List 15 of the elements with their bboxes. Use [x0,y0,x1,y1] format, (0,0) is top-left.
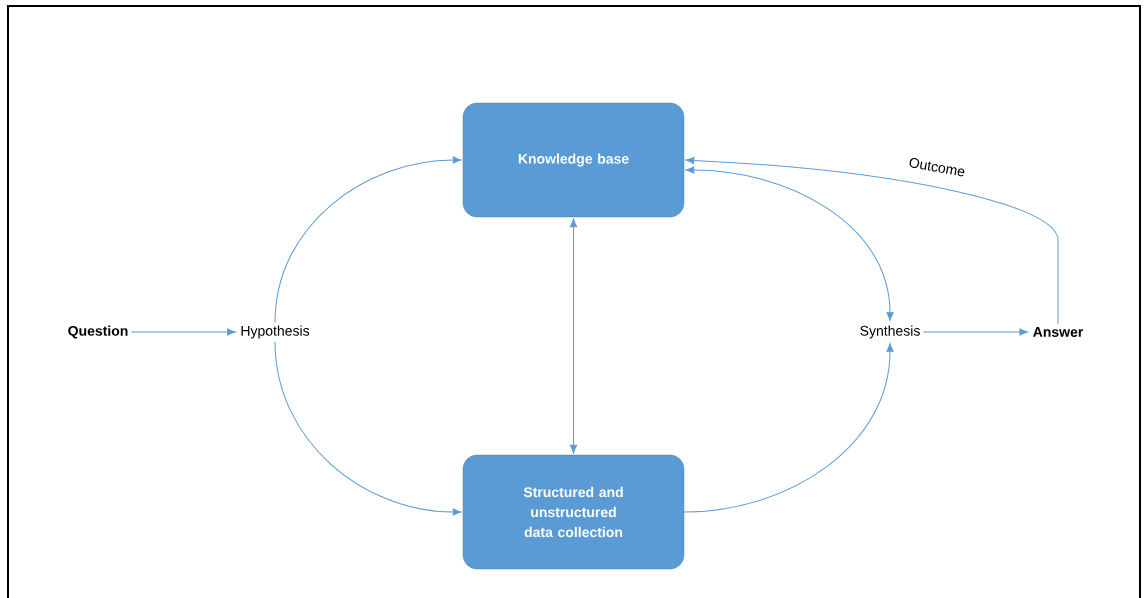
arrow [274,156,462,323]
process-box: Knowledge base [462,102,685,218]
arrow [274,341,462,516]
arrow [683,343,894,513]
label-text: Synthesis [860,325,920,339]
label-text: Answer [1033,327,1084,337]
arrow [923,328,1029,336]
label-text: Hypothesis [241,325,310,339]
process-box: Structured and unstructured data collection [462,454,685,570]
arrow [569,218,578,454]
edge-label: Outcome [907,156,967,178]
arrow [685,156,1059,325]
arrow [131,328,236,336]
label-text: Question [68,325,128,339]
arrow [685,166,894,321]
